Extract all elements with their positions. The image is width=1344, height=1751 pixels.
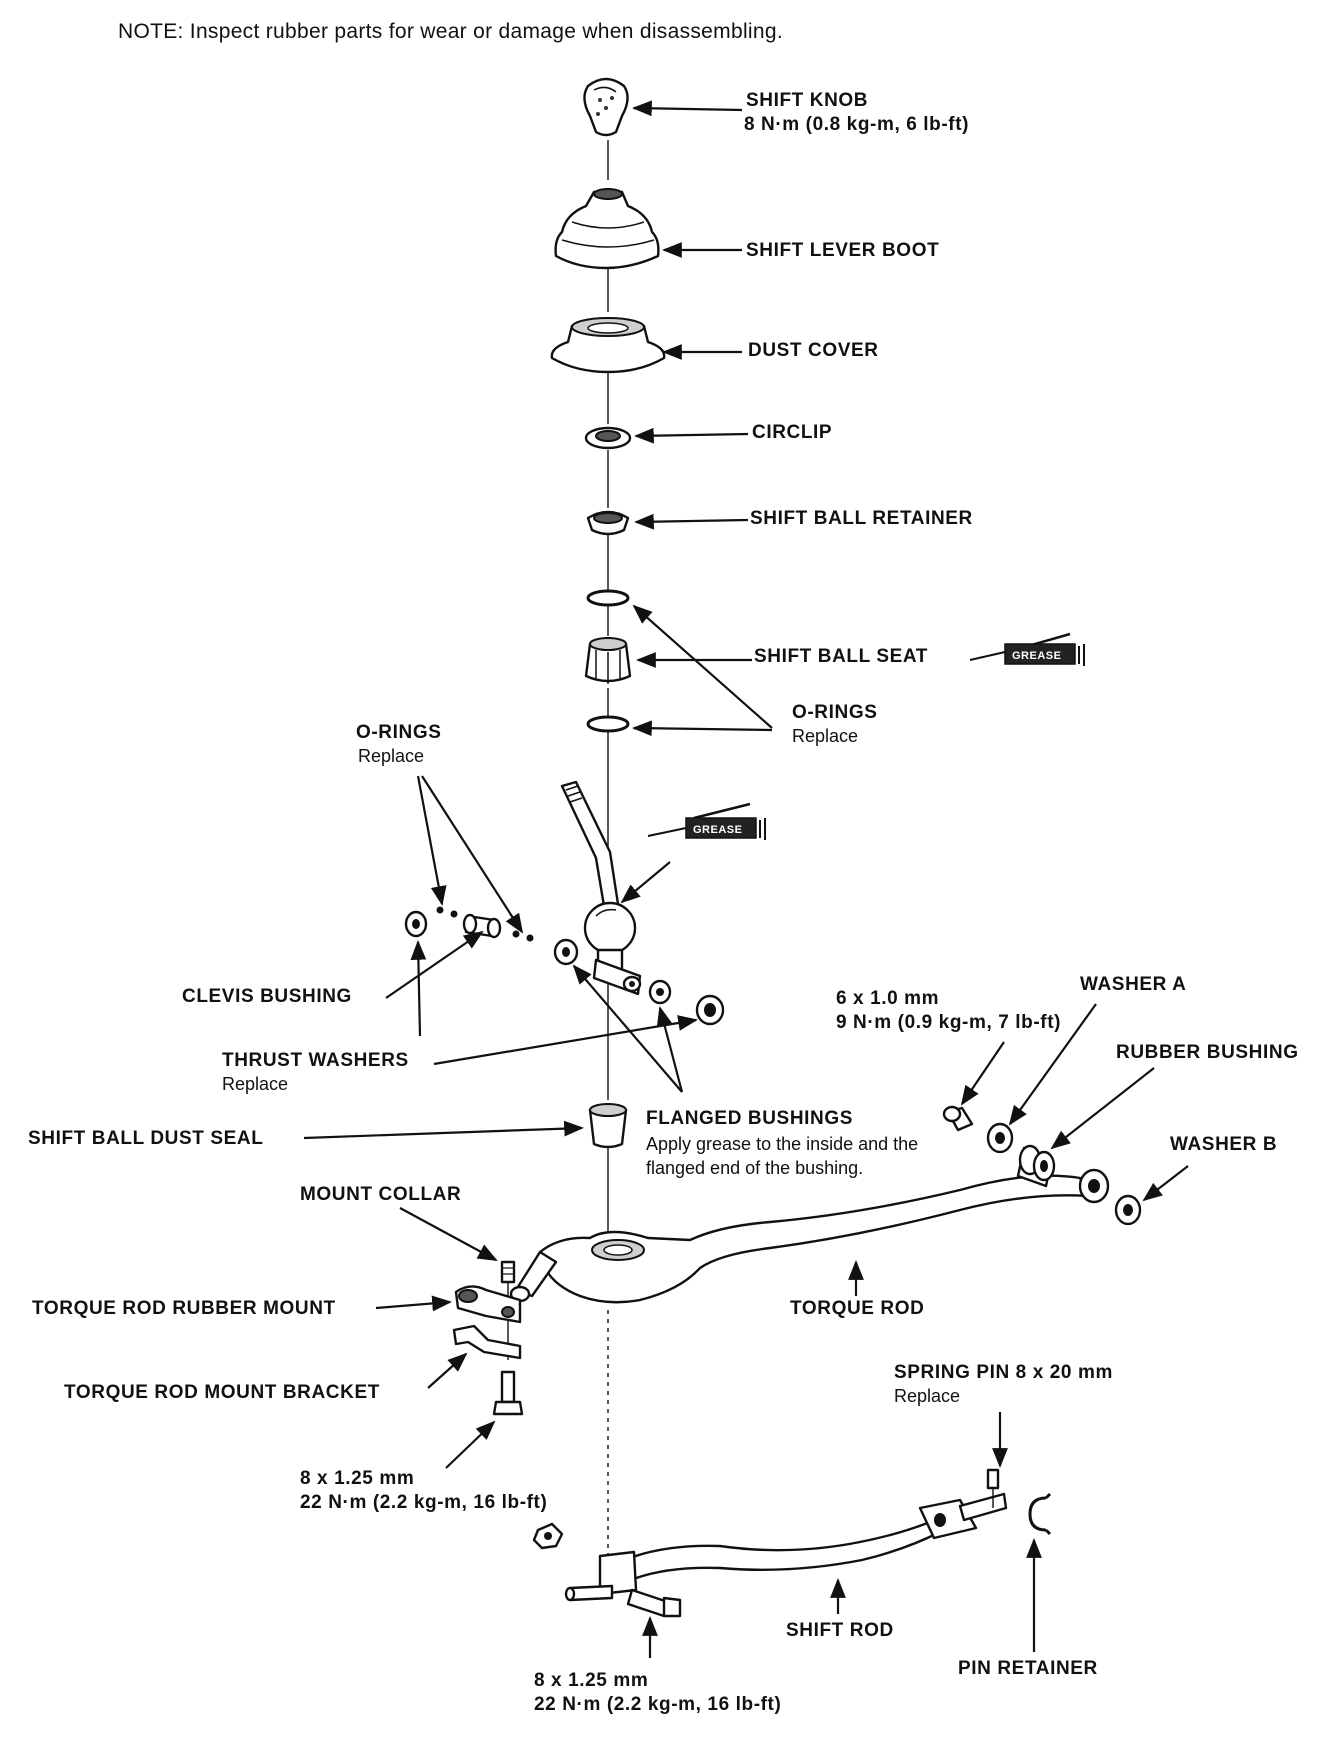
label-rubber-bushing: RUBBER BUSHING bbox=[1116, 1042, 1299, 1063]
label-o-rings-left: O-RINGS bbox=[356, 722, 441, 743]
label-bolt-8mm-a: 8 x 1.25 mm bbox=[300, 1468, 414, 1489]
arrow-o-ring-left-b bbox=[421, 775, 524, 934]
label-o-rings-left-note: Replace bbox=[358, 746, 424, 766]
shift-ball-seat-part bbox=[584, 637, 632, 684]
label-washer-a: WASHER A bbox=[1080, 974, 1187, 995]
label-flanged-bushings-note1: Apply grease to the inside and the bbox=[646, 1134, 918, 1154]
label-shift-ball-retainer: SHIFT BALL RETAINER bbox=[750, 508, 973, 529]
shift-rod-part bbox=[564, 1492, 1008, 1602]
flanged-bushing-right-part bbox=[648, 979, 672, 1005]
arrow-o-ring-upper bbox=[632, 604, 773, 729]
label-bolt-6mm: 6 x 1.0 mm bbox=[836, 988, 939, 1009]
arrow-o-ring-lower bbox=[632, 720, 773, 737]
pin-retainer-part bbox=[1028, 1492, 1052, 1536]
label-flanged-bushings-note2: flanged end of the bushing. bbox=[646, 1158, 863, 1178]
shift-lever-part bbox=[560, 780, 642, 996]
thrust-washer-left-part bbox=[404, 910, 428, 938]
bolt-8mm-shift-rod-part bbox=[626, 1588, 682, 1618]
clevis-bushing-part bbox=[462, 913, 502, 939]
arrow-torque-rod-mount-bracket bbox=[427, 1352, 468, 1389]
label-mount-collar: MOUNT COLLAR bbox=[300, 1184, 461, 1205]
arrow-thrust-washer-left bbox=[410, 940, 427, 1037]
label-thrust-washers: THRUST WASHERS bbox=[222, 1050, 409, 1071]
o-ring-lower-part bbox=[586, 715, 630, 733]
o-ring-left-small bbox=[436, 906, 444, 914]
arrow-shift-ball-dust-seal bbox=[303, 1120, 584, 1140]
shift-lever-boot-part bbox=[554, 188, 660, 270]
flanged-bushing-left-part bbox=[553, 938, 579, 966]
shift-knob-part bbox=[583, 77, 629, 137]
o-ring-left-small bbox=[512, 930, 520, 938]
shift-ball-dust-seal-part bbox=[588, 1103, 628, 1149]
label-clevis-bushing: CLEVIS BUSHING bbox=[182, 986, 352, 1007]
arrow-washer-b bbox=[1142, 1165, 1189, 1202]
label-shift-ball-seat: SHIFT BALL SEAT bbox=[754, 646, 928, 667]
label-bolt-6mm-torque: 9 N·m (0.9 kg-m, 7 lb-ft) bbox=[836, 1012, 1061, 1033]
svg-text:GREASE: GREASE bbox=[1012, 650, 1061, 662]
arrow-o-ring-left-a bbox=[416, 775, 447, 906]
arrow-bolt-8mm-mount bbox=[445, 1420, 496, 1469]
label-shift-knob: SHIFT KNOB bbox=[746, 90, 868, 111]
svg-text:GREASE: GREASE bbox=[693, 824, 742, 836]
label-o-rings-right: O-RINGS bbox=[792, 702, 877, 723]
label-shift-rod: SHIFT ROD bbox=[786, 1620, 894, 1641]
rubber-bushing-part bbox=[1016, 1144, 1056, 1188]
label-torque-rod: TORQUE ROD bbox=[790, 1298, 924, 1319]
label-bolt-8mm-b-torque: 22 N·m (2.2 kg-m, 16 lb-ft) bbox=[534, 1694, 781, 1715]
o-ring-upper-part bbox=[586, 589, 630, 607]
bolt-8mm-mount-part bbox=[492, 1370, 524, 1416]
label-bolt-8mm-a-torque: 22 N·m (2.2 kg-m, 16 lb-ft) bbox=[300, 1492, 547, 1513]
note-text: NOTE: Inspect rubber parts for wear or d… bbox=[118, 20, 783, 43]
label-bolt-8mm-b: 8 x 1.25 mm bbox=[534, 1670, 648, 1691]
label-spring-pin-note: Replace bbox=[894, 1386, 960, 1406]
label-torque-rod-rubber-mount: TORQUE ROD RUBBER MOUNT bbox=[32, 1298, 336, 1319]
label-pin-retainer: PIN RETAINER bbox=[958, 1658, 1098, 1679]
label-dust-cover: DUST COVER bbox=[748, 340, 879, 361]
thrust-washer-right-part bbox=[695, 994, 725, 1026]
spring-pin-part bbox=[986, 1468, 1000, 1490]
label-circlip: CIRCLIP bbox=[752, 422, 832, 443]
arrow-thrust-washer-right bbox=[433, 1015, 698, 1066]
arrow-shift-ball-retainer bbox=[634, 513, 749, 530]
grease-icon: GREASE bbox=[969, 632, 1085, 666]
washer-a-part bbox=[986, 1122, 1014, 1154]
dust-cover-part bbox=[550, 317, 666, 374]
arrow-shift-knob bbox=[632, 100, 743, 117]
o-ring-left-small bbox=[526, 934, 534, 942]
arrow-flanged-bushing-left bbox=[572, 964, 683, 1093]
arrow-torque-rod-rubber-mount bbox=[375, 1295, 452, 1312]
arrow-washer-a bbox=[1008, 1003, 1097, 1126]
torque-rod-mount-bracket-part bbox=[452, 1324, 522, 1360]
label-washer-b: WASHER B bbox=[1170, 1134, 1277, 1155]
circlip-part bbox=[584, 426, 632, 450]
o-ring-left-small bbox=[450, 910, 458, 918]
arrow-circlip bbox=[634, 427, 749, 444]
label-o-rings-right-note: Replace bbox=[792, 726, 858, 746]
torque-rod-rubber-mount-part bbox=[454, 1285, 522, 1324]
washer-b-part bbox=[1114, 1194, 1142, 1226]
arrow-rubber-bushing bbox=[1050, 1067, 1155, 1150]
arrow-grease-ball bbox=[620, 861, 671, 904]
arrow-bolt-6mm bbox=[960, 1041, 1005, 1106]
torque-rod-part bbox=[509, 1168, 1110, 1304]
arrow-clevis-bushing bbox=[385, 930, 484, 999]
arrow-flanged-bushing-right bbox=[656, 1006, 684, 1093]
shift-ball-retainer-part bbox=[586, 510, 630, 536]
label-flanged-bushings: FLANGED BUSHINGS bbox=[646, 1108, 853, 1129]
label-spring-pin: SPRING PIN 8 x 20 mm bbox=[894, 1362, 1113, 1383]
label-torque-rod-mount-bracket: TORQUE ROD MOUNT BRACKET bbox=[64, 1382, 380, 1403]
label-shift-ball-dust-seal: SHIFT BALL DUST SEAL bbox=[28, 1128, 263, 1149]
grease-icon: GREASE bbox=[647, 802, 766, 840]
arrow-mount-collar bbox=[399, 1207, 498, 1261]
nut-part bbox=[532, 1522, 564, 1550]
bolt-6mm-part bbox=[942, 1105, 974, 1132]
label-thrust-washers-note: Replace bbox=[222, 1074, 288, 1094]
label-shift-lever-boot: SHIFT LEVER BOOT bbox=[746, 240, 939, 261]
label-shift-knob-torque: 8 N·m (0.8 kg-m, 6 lb-ft) bbox=[744, 114, 969, 135]
mount-collar-part bbox=[500, 1260, 516, 1284]
